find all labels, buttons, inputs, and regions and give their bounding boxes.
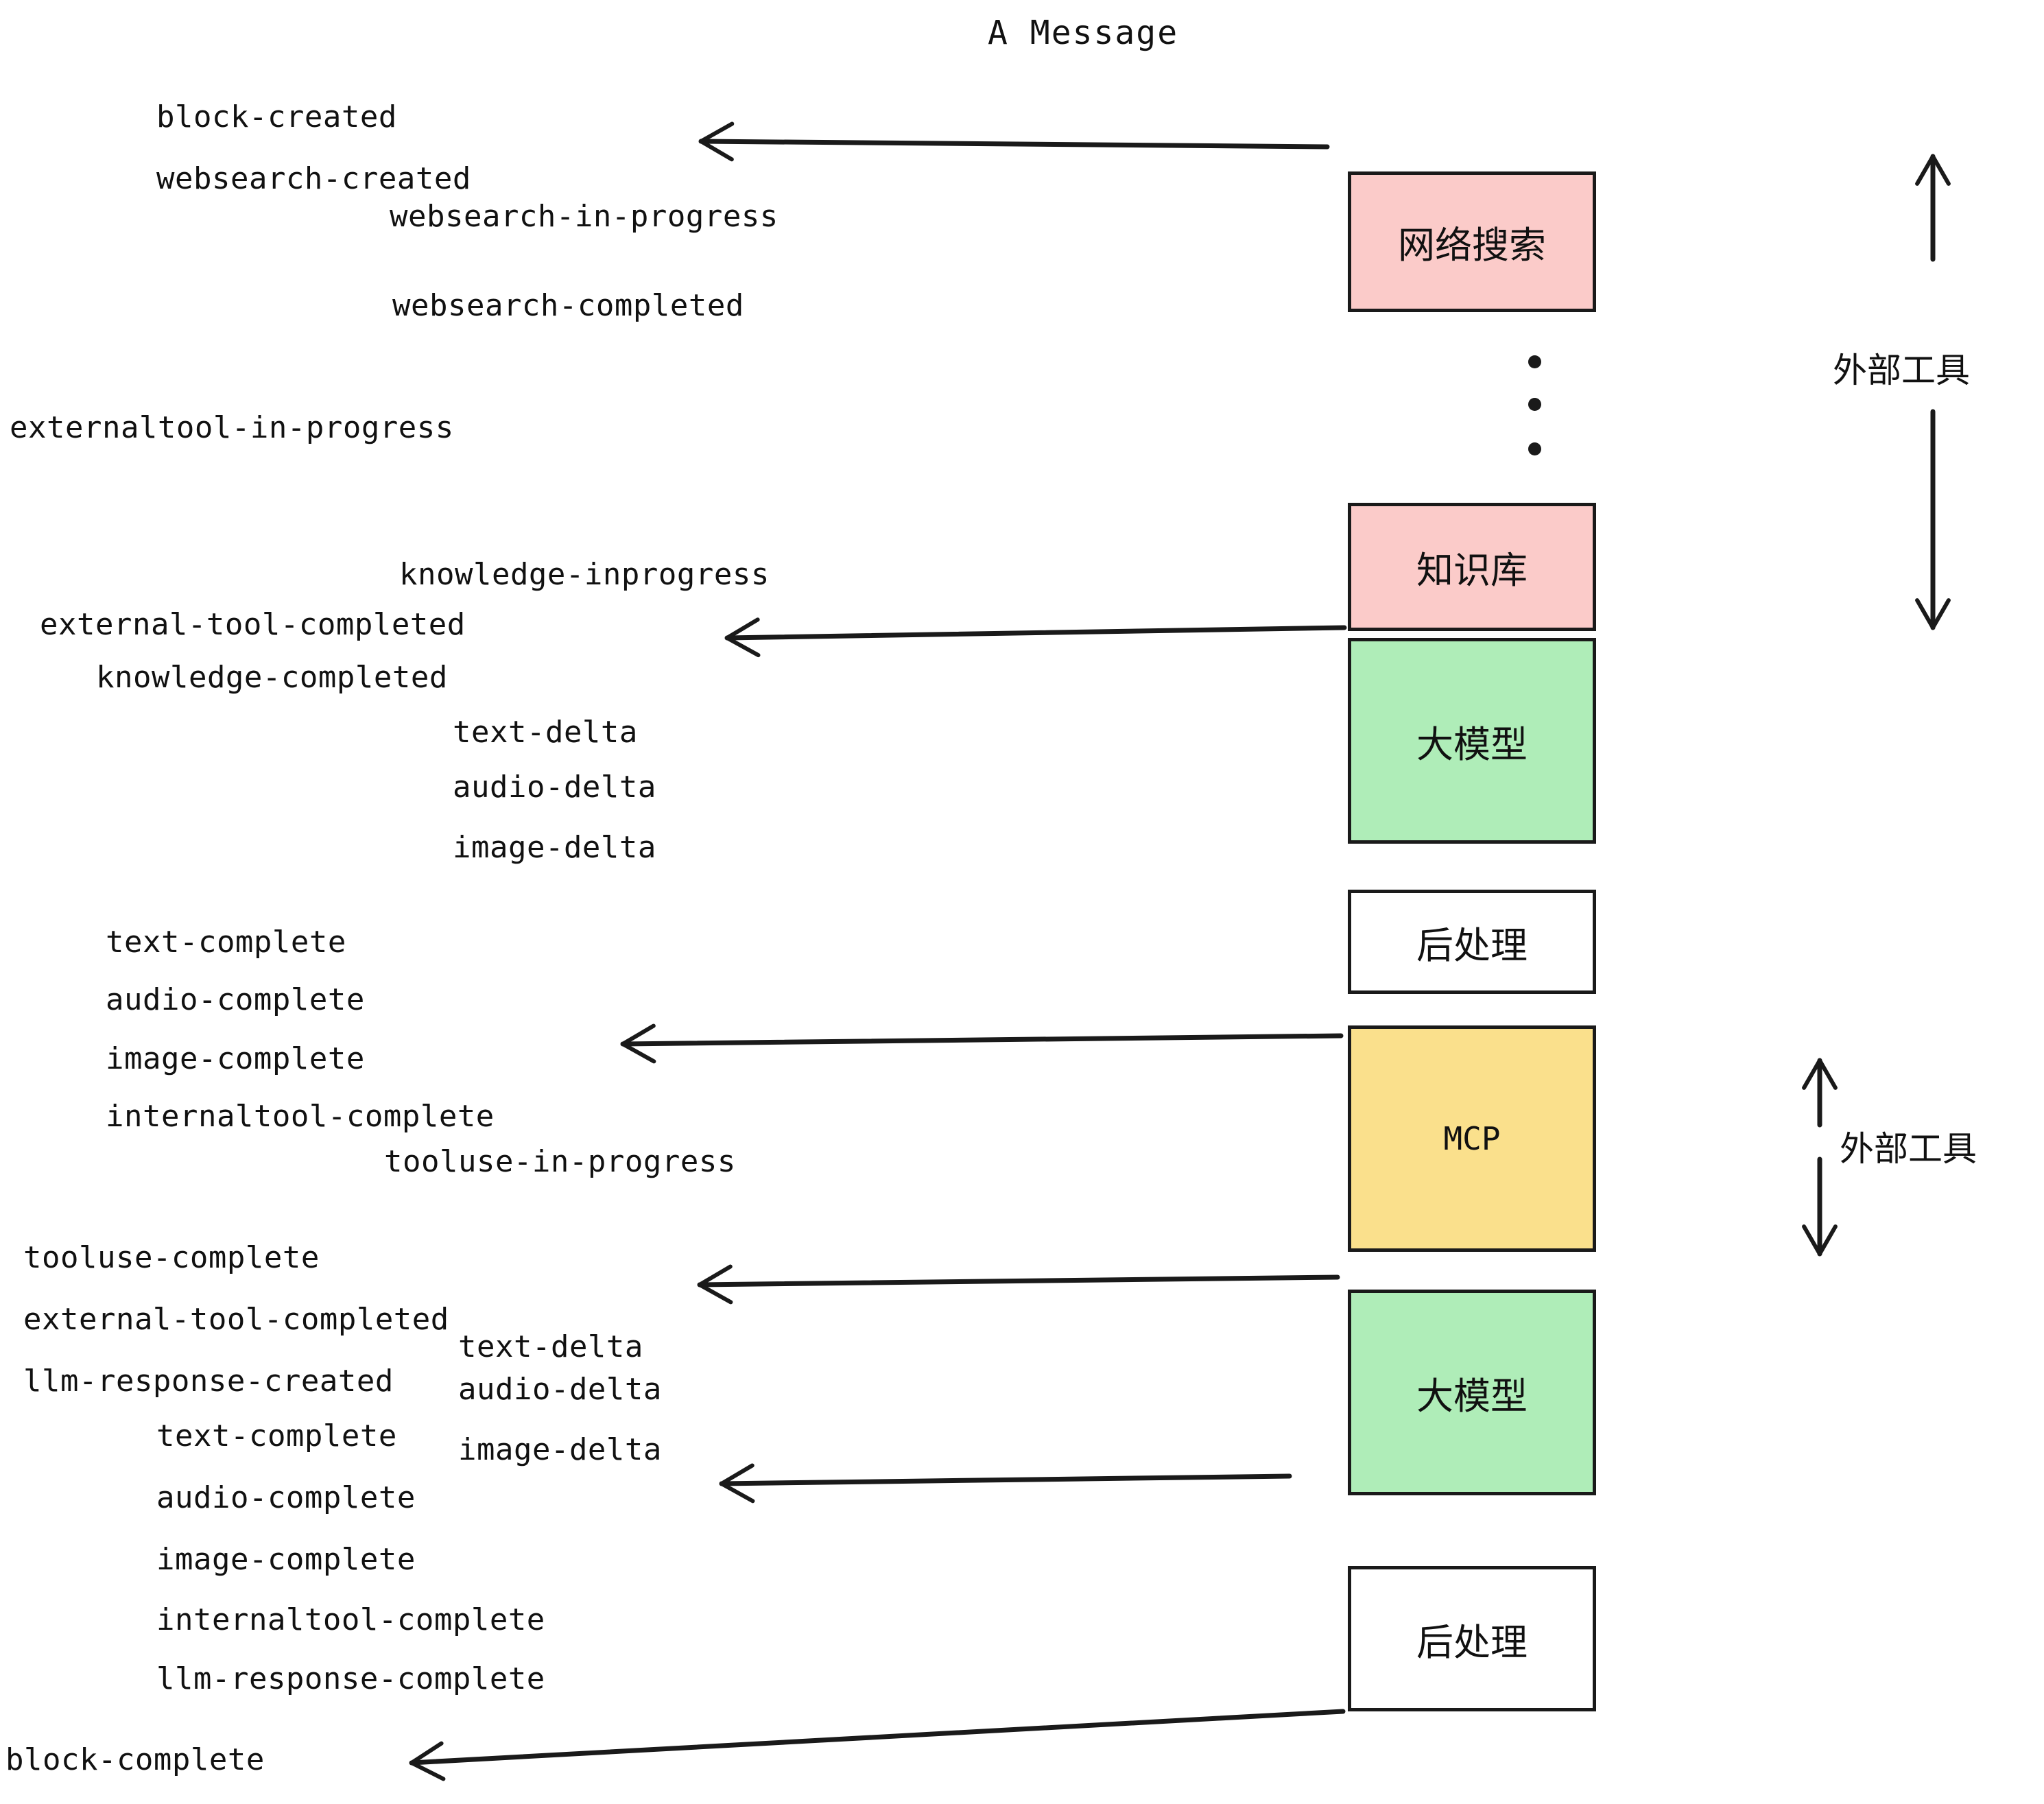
ext-down-1-head: [1915, 598, 1951, 630]
arrow-knowledge-to-left-head: [725, 617, 761, 658]
arrow-post2-to-left-shaft: [409, 1709, 1346, 1766]
side-label-external-tools-top: 外部工具: [1833, 351, 1970, 390]
arrow-llm2b-to-left-shaft: [719, 1473, 1292, 1486]
node-websearch: 网络搜索: [1348, 171, 1596, 312]
event-label-internaltool-complete-2: internaltool-complete: [156, 1602, 545, 1637]
event-label-text-delta-1: text-delta: [453, 715, 638, 750]
arrow-websearch-to-left-shaft: [698, 139, 1330, 150]
arrow-llm2-to-left-shaft: [697, 1274, 1340, 1287]
node-label: MCP: [1443, 1120, 1501, 1157]
event-label-websearch-created: websearch-created: [156, 161, 471, 196]
node-label: 后处理: [1416, 923, 1528, 967]
ext-up-1-head: [1915, 154, 1951, 186]
node-mcp: MCP: [1348, 1025, 1596, 1252]
ellipsis-dot-1: [1528, 355, 1541, 368]
event-label-block-complete: block-complete: [5, 1742, 265, 1777]
event-label-llm-response-created: llm-response-created: [23, 1364, 394, 1399]
event-label-external-tool-completed-2: external-tool-completed: [23, 1302, 449, 1337]
event-label-internaltool-complete-1: internaltool-complete: [106, 1099, 495, 1134]
node-llm-1: 大模型: [1348, 638, 1596, 844]
event-label-websearch-completed: websearch-completed: [392, 288, 744, 323]
event-label-knowledge-completed: knowledge-completed: [96, 660, 448, 695]
node-label: 知识库: [1416, 549, 1528, 592]
node-post-2: 后处理: [1348, 1566, 1596, 1711]
event-label-block-created: block-created: [156, 99, 397, 134]
event-label-text-complete-1: text-complete: [106, 925, 346, 960]
ellipsis-dot-2: [1528, 398, 1541, 411]
node-post-1: 后处理: [1348, 890, 1596, 994]
event-label-audio-complete-1: audio-complete: [106, 982, 365, 1017]
side-label-external-tools-bottom: 外部工具: [1840, 1129, 1977, 1169]
event-label-llm-response-complete: llm-response-complete: [156, 1661, 545, 1696]
arrow-post2-to-left-head: [409, 1741, 446, 1781]
arrow-knowledge-to-left-shaft: [724, 625, 1347, 641]
event-label-text-delta-2: text-delta: [458, 1329, 643, 1364]
page-title: A Message: [988, 14, 1179, 52]
arrow-mcp-to-left-shaft: [620, 1033, 1344, 1047]
ellipsis-dot-3: [1528, 442, 1541, 455]
node-llm-2: 大模型: [1348, 1290, 1596, 1495]
event-label-externaltool-in-progress: externaltool-in-progress: [10, 410, 454, 445]
event-label-audio-delta-2: audio-delta: [458, 1372, 662, 1407]
arrow-llm2-to-left-head: [698, 1264, 733, 1305]
event-label-knowledge-inprogress: knowledge-inprogress: [399, 557, 770, 592]
ext-down-2-head: [1802, 1224, 1838, 1256]
event-label-tooluse-complete: tooluse-complete: [23, 1240, 320, 1275]
event-label-external-tool-completed-1: external-tool-completed: [40, 607, 466, 642]
arrow-llm2b-to-left-head: [720, 1463, 755, 1504]
event-label-websearch-in-progress: websearch-in-progress: [390, 199, 779, 234]
event-label-tooluse-in-progress: tooluse-in-progress: [384, 1144, 736, 1179]
event-label-image-delta-1: image-delta: [453, 830, 656, 865]
node-label: 大模型: [1416, 1374, 1528, 1418]
node-label: 大模型: [1416, 722, 1528, 766]
event-label-image-complete-1: image-complete: [106, 1041, 365, 1076]
event-label-text-complete-2: text-complete: [156, 1419, 397, 1453]
event-label-audio-delta-1: audio-delta: [453, 770, 656, 805]
arrow-mcp-to-left-head: [621, 1023, 656, 1064]
node-knowledge: 知识库: [1348, 503, 1596, 631]
event-label-image-complete-2: image-complete: [156, 1542, 416, 1577]
ext-up-2-head: [1802, 1058, 1838, 1090]
arrow-websearch-to-left-head: [699, 121, 735, 162]
event-label-image-delta-2: image-delta: [458, 1432, 662, 1467]
node-label: 网络搜索: [1398, 224, 1546, 267]
node-label: 后处理: [1416, 1620, 1528, 1664]
event-label-audio-complete-2: audio-complete: [156, 1480, 416, 1515]
